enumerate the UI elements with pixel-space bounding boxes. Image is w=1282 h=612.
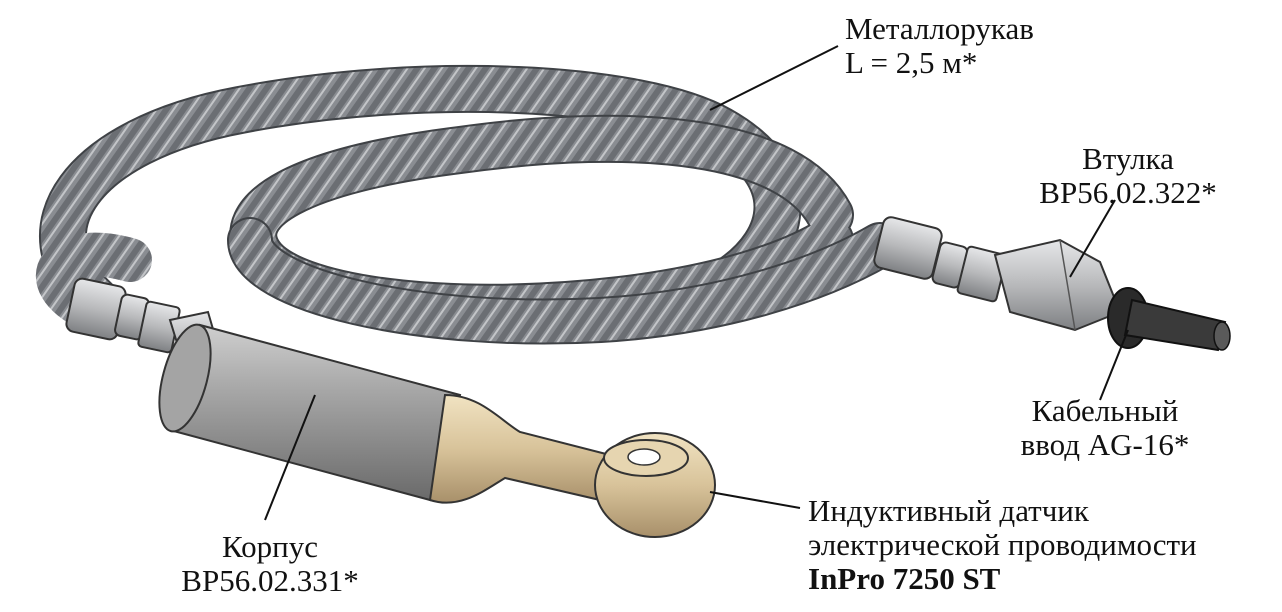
sensor-label: Индуктивный датчик электрической проводи… <box>808 494 1197 596</box>
right-fitting <box>873 216 1008 303</box>
housing-label: Корпус ВР56.02.331* <box>150 530 390 598</box>
sensor-body <box>430 395 715 537</box>
cable-gland-label: Кабельный ввод AG-16* <box>990 394 1220 462</box>
hose-label-line2: L = 2,5 м* <box>845 46 1034 80</box>
housing-cylinder <box>150 319 460 500</box>
metal-hose <box>58 89 880 322</box>
bushing-label-line1: Втулка <box>1013 142 1243 176</box>
hose-label-line1: Металлорукав <box>845 12 1034 46</box>
cable-gland <box>1108 288 1230 350</box>
housing-label-line2: ВР56.02.331* <box>150 564 390 598</box>
cable-gland-label-line2: ввод AG-16* <box>990 428 1220 462</box>
hose-label: Металлорукав L = 2,5 м* <box>845 12 1034 80</box>
cable-gland-label-line1: Кабельный <box>990 394 1220 428</box>
bushing-label-line2: ВР56.02.322* <box>1013 176 1243 210</box>
leader-sensor <box>710 492 800 508</box>
sensor-label-line2: электрической проводимости <box>808 528 1197 562</box>
bushing-label: Втулка ВР56.02.322* <box>1013 142 1243 210</box>
sensor-label-model: InPro 7250 ST <box>808 562 1197 596</box>
housing-label-line1: Корпус <box>150 530 390 564</box>
leader-hose <box>710 46 838 110</box>
sensor-label-line1: Индуктивный датчик <box>808 494 1197 528</box>
bushing <box>995 240 1120 330</box>
